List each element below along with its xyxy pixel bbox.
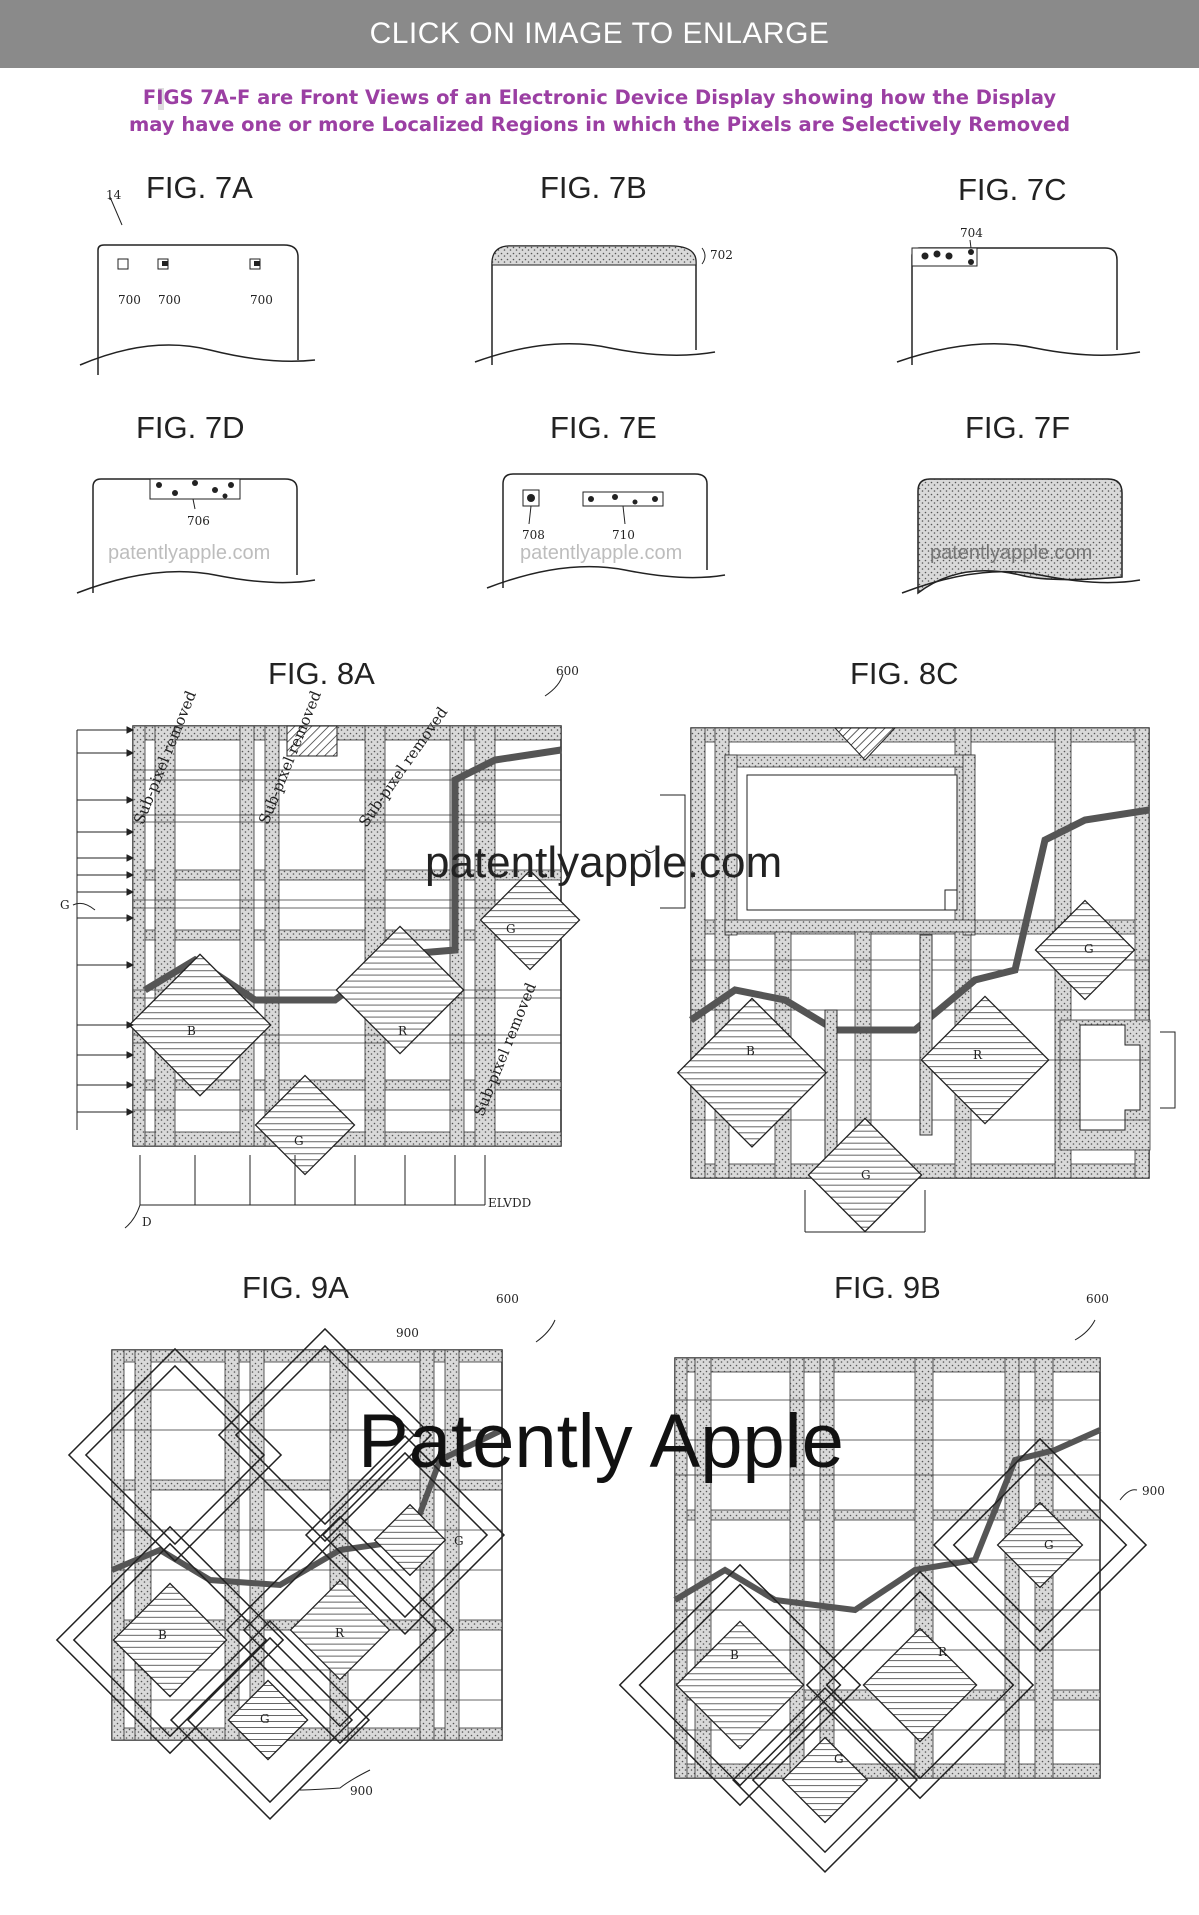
fig-8a-pixel-g2: G xyxy=(294,1134,304,1148)
fig-8a-pixel-b: B xyxy=(187,1024,196,1038)
fig-9a-pixel-b: B xyxy=(158,1628,167,1642)
fig-9a-ref-bottom: 900 xyxy=(350,1784,373,1798)
fig-8c-pixel-r: R xyxy=(973,1048,983,1062)
fig-7f-watermark: patentlyapple.com xyxy=(930,542,1093,564)
fig-9b-drawing xyxy=(618,1319,1148,1873)
fig-7a-ref-a: 700 xyxy=(118,293,141,307)
caption-line-2: may have one or more Localized Regions i… xyxy=(128,113,1071,136)
fig-7d-watermark: patentlyapple.com xyxy=(108,542,271,564)
large-watermark: Patently Apple xyxy=(358,1399,844,1484)
fig-7f-label: FIG. 7F xyxy=(965,410,1071,445)
fig-8a-ref: 600 xyxy=(556,664,579,678)
caption-line-1: FIGS 7A-F are Front Views of an Electron… xyxy=(142,86,1057,109)
fig-7b-drawing xyxy=(474,245,716,365)
fig-8c-pixel-g2: G xyxy=(861,1168,871,1182)
fig-7a-ref-c: 700 xyxy=(250,293,273,307)
fig-8a-power-label: ELVDD xyxy=(488,1196,532,1210)
fig-7f-drawing xyxy=(901,478,1141,595)
fig-9b-ref-side: 900 xyxy=(1142,1484,1165,1498)
fig-9b-pixel-b: B xyxy=(730,1648,739,1662)
fig-7b-label: FIG. 7B xyxy=(540,170,647,205)
fig-9a-pixel-g2: G xyxy=(260,1712,270,1726)
fig-7b-ref: 702 xyxy=(710,248,733,262)
figure-caption: FIGS 7A-F are Front Views of an Electron… xyxy=(0,84,1199,138)
fig-7c-ref: 704 xyxy=(960,226,983,240)
fig-8a-pixel-r: R xyxy=(398,1024,408,1038)
fig-8a-data-label: D xyxy=(142,1215,152,1229)
fig-8a-label: FIG. 8A xyxy=(268,656,375,691)
fig-9b-label: FIG. 9B xyxy=(834,1270,941,1305)
fig-8a-pixel-g1: G xyxy=(506,922,516,936)
fig-8c-pixel-g1: G xyxy=(1084,942,1094,956)
fig-9a-label: FIG. 9A xyxy=(242,1270,349,1305)
fig-9a-pixel-g1: G xyxy=(454,1534,464,1548)
fig-7e-ref-b: 710 xyxy=(612,528,635,542)
banner-label: CLICK ON IMAGE TO ENLARGE xyxy=(369,17,830,50)
fig-9b-ref: 600 xyxy=(1086,1292,1109,1306)
fig-9a-drawing xyxy=(55,1319,556,1821)
fig-7e-label: FIG. 7E xyxy=(550,410,657,445)
fig-7c-drawing xyxy=(896,239,1141,365)
fig-7d-ref: 706 xyxy=(187,514,210,528)
fig-7a-drawing xyxy=(79,196,316,375)
middle-watermark: patentlyapple.com xyxy=(425,838,783,887)
fig-7e-watermark: patentlyapple.com xyxy=(520,542,683,564)
fig-7d-label: FIG. 7D xyxy=(136,410,245,445)
fig-9b-pixel-g1: G xyxy=(1044,1538,1054,1552)
fig-9a-ref-top: 900 xyxy=(396,1326,419,1340)
enlarge-banner[interactable]: CLICK ON IMAGE TO ENLARGE xyxy=(0,0,1199,68)
fig-7a-ref-b: 700 xyxy=(158,293,181,307)
fig-8a-gate-label: G xyxy=(60,898,70,912)
fig-9a-ref: 600 xyxy=(496,1292,519,1306)
fig-7a-label: FIG. 7A xyxy=(146,170,253,205)
fig-9b-pixel-r: R xyxy=(938,1645,948,1659)
fig-9a-pixel-r: R xyxy=(335,1626,345,1640)
fig-8c-label: FIG. 8C xyxy=(850,656,959,691)
fig-7e-drawing xyxy=(486,473,726,589)
fig-8c-drawing xyxy=(644,727,1176,1233)
fig-8c-pixel-b: B xyxy=(746,1044,755,1058)
fig-7c-label: FIG. 7C xyxy=(958,172,1067,207)
fig-7d-drawing xyxy=(76,478,316,594)
fig-8a-drawing xyxy=(72,673,581,1229)
caption-marker xyxy=(158,88,164,110)
fig-7e-ref-a: 708 xyxy=(522,528,545,542)
fig-9b-pixel-g2: G xyxy=(834,1752,844,1766)
